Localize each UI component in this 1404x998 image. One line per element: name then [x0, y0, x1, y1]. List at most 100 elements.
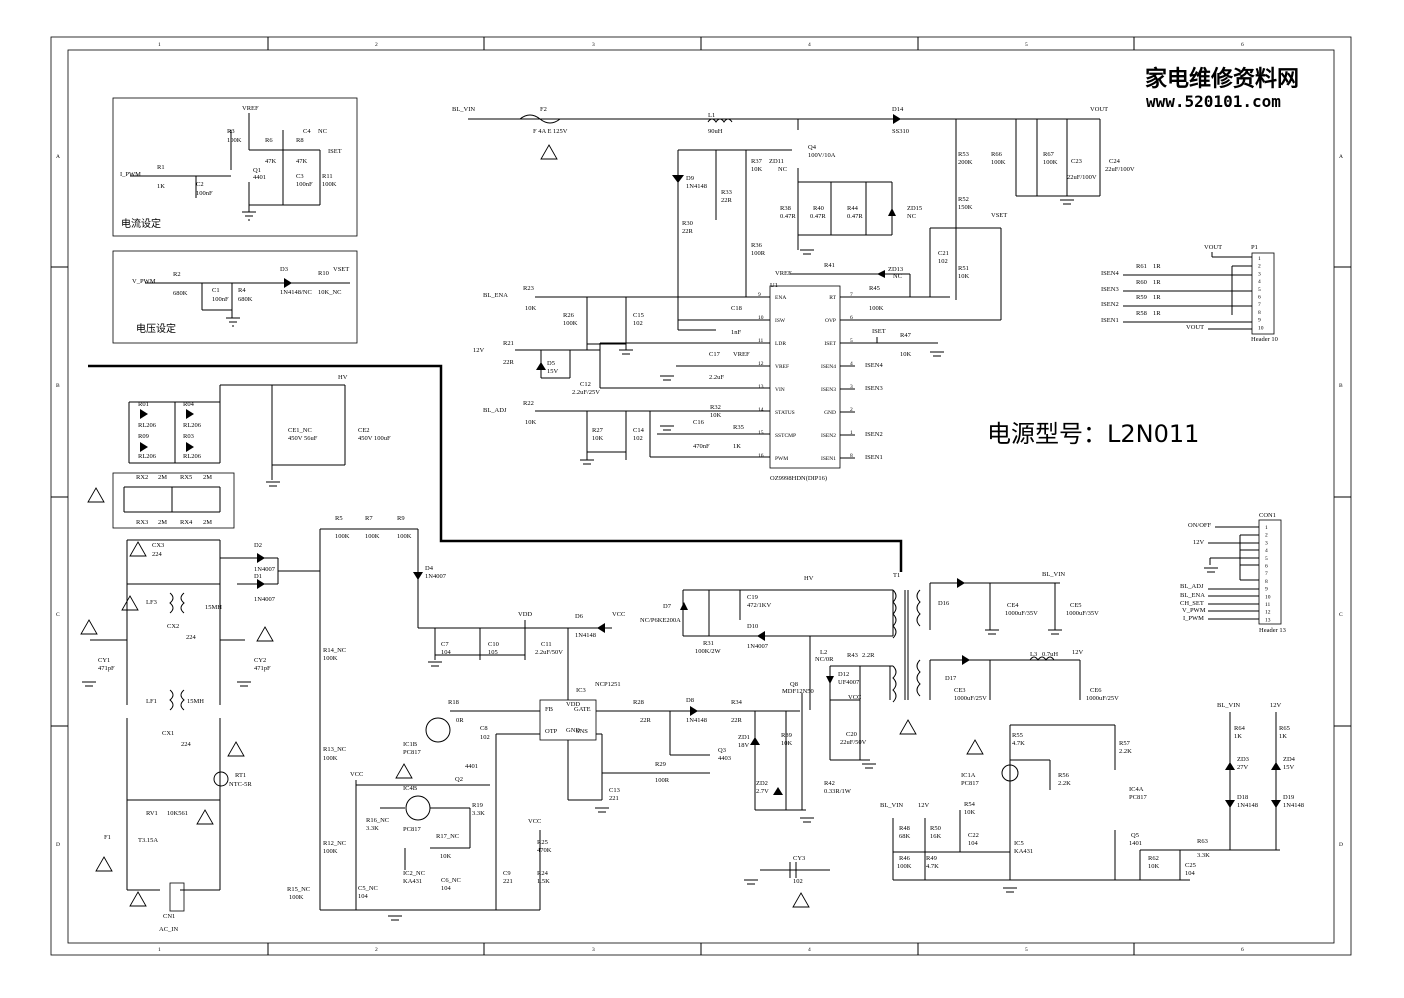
- component-label: RV1: [146, 810, 158, 817]
- u1-left-pin-number: 16: [758, 453, 764, 459]
- component-label: 1N4148: [575, 632, 596, 639]
- component-label: NC: [893, 273, 902, 280]
- component-label: 1401: [1129, 840, 1142, 847]
- component-label: 10K: [592, 435, 604, 442]
- con1-pin-number: 7: [1265, 571, 1268, 577]
- component-label: 100K: [897, 863, 912, 870]
- ic-u1-oz9998: [769, 285, 841, 469]
- component-label: R42: [824, 780, 835, 787]
- component-label: R4: [238, 287, 246, 294]
- component-label: 100K: [335, 533, 350, 540]
- component-label: C23: [1071, 158, 1082, 165]
- component-label: C12: [580, 381, 591, 388]
- component-label: 1R: [1153, 310, 1161, 317]
- u1-left-pin-number: 14: [758, 407, 764, 413]
- component-label: RX2: [136, 474, 148, 481]
- component-label: 1R: [1153, 294, 1161, 301]
- component-label: C14: [633, 427, 645, 434]
- component-label: CE2: [358, 427, 370, 434]
- component-label: VREF: [733, 351, 750, 358]
- component-label: C13: [609, 787, 620, 794]
- component-label: 221: [503, 878, 513, 885]
- component-label: D19: [1283, 794, 1294, 801]
- component-label: NC/0R: [815, 656, 834, 663]
- component-label: R38: [780, 205, 791, 212]
- component-label: D3: [280, 266, 288, 273]
- component-label: RX5: [180, 474, 192, 481]
- component-label: 471pF: [254, 665, 271, 672]
- component-label: 1N4148: [1237, 802, 1258, 809]
- component-label: R49: [926, 855, 937, 862]
- component-label: 680K: [173, 290, 188, 297]
- component-label: CX3: [152, 542, 164, 549]
- component-label: ISEN4: [1101, 270, 1119, 277]
- component-label: 100nF: [196, 190, 213, 197]
- ground-symbols: [82, 199, 1218, 921]
- con1-pin-number: 9: [1265, 587, 1268, 593]
- component-label: 1N4007: [254, 596, 276, 603]
- component-label: VOUT: [1186, 324, 1204, 331]
- p1-pin-number: 10: [1258, 325, 1264, 331]
- component-label: 10K: [525, 419, 537, 426]
- col-label-bottom: 3: [592, 947, 595, 953]
- component-label: R23: [523, 285, 534, 292]
- component-label: R44: [847, 205, 859, 212]
- component-label: FB: [545, 706, 554, 713]
- component-label: R36: [751, 242, 763, 249]
- voltage-setting-title: 电压设定: [136, 322, 176, 335]
- component-label: VOUT: [1204, 244, 1222, 251]
- con1-pin-number: 8: [1265, 579, 1268, 585]
- component-label: 100K: [563, 320, 578, 327]
- component-label: 10K: [900, 351, 912, 358]
- component-label: 22uF/50V: [840, 739, 867, 746]
- component-label: C22: [968, 832, 979, 839]
- col-label-top: 1: [158, 42, 161, 48]
- component-label: ISEN2: [1101, 301, 1119, 308]
- component-label: P1: [1251, 244, 1258, 251]
- u1-right-pin-number: 1: [850, 430, 853, 436]
- component-label: BL_VIN: [452, 106, 475, 113]
- row-label-left: A: [56, 154, 60, 160]
- component-label: R11: [322, 173, 333, 180]
- fuse-f2: [519, 114, 561, 124]
- u1-left-pin-name: VREF: [775, 364, 789, 370]
- component-label: 104: [441, 649, 452, 656]
- component-label: 0.47R: [847, 213, 863, 220]
- component-label: 15V: [547, 368, 559, 375]
- component-label: 100K: [289, 894, 304, 901]
- component-label: 200K: [958, 159, 973, 166]
- con1-pin-number: 2: [1265, 533, 1268, 539]
- component-label: VCC: [848, 694, 861, 701]
- component-label: NC: [907, 213, 916, 220]
- component-label: R14_NC: [323, 647, 346, 654]
- component-label: R47: [900, 332, 912, 339]
- component-label: IC1B: [403, 741, 418, 748]
- component-label: CE5: [1070, 602, 1082, 609]
- component-label: 4401: [253, 174, 266, 181]
- component-label: 1N4148: [686, 183, 707, 190]
- p1-pin-number: 3: [1258, 271, 1261, 277]
- component-label: C1: [212, 287, 220, 294]
- row-label-left: B: [56, 383, 60, 389]
- component-label: 3.3K: [366, 825, 379, 832]
- component-label: R09: [138, 433, 149, 440]
- component-label: 102: [793, 878, 803, 885]
- component-label: R30: [682, 220, 693, 227]
- component-label: 22R: [731, 717, 743, 724]
- component-label: 0.33R/1W: [824, 788, 852, 795]
- component-label: 100R: [751, 250, 766, 257]
- component-label: RL206: [138, 453, 157, 460]
- component-label: 10K: [964, 809, 976, 816]
- col-label-bottom: 6: [1241, 947, 1244, 953]
- u1-left-pin-name: ISW: [775, 318, 786, 324]
- component-label: CE4: [1007, 602, 1019, 609]
- component-label: 100K: [323, 755, 338, 762]
- component-label: 1K: [157, 183, 165, 190]
- component-label: R48: [899, 825, 910, 832]
- component-label: R52: [958, 196, 969, 203]
- common-mode-choke: [169, 118, 1055, 711]
- component-label: CY1: [98, 657, 110, 664]
- component-label: 1000uF/35V: [1066, 610, 1099, 617]
- component-label: 47K: [296, 158, 308, 165]
